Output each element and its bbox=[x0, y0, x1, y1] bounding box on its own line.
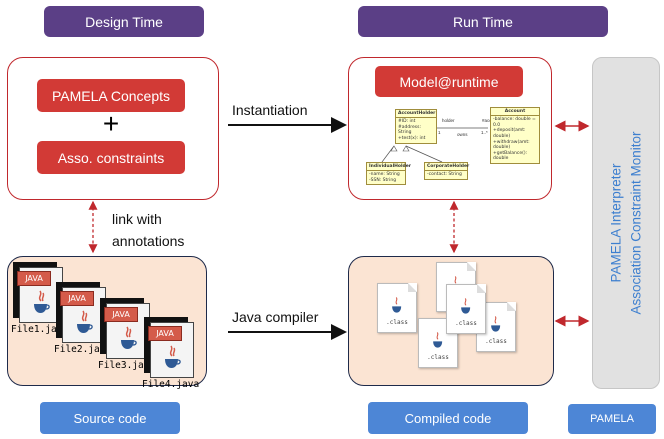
java-cup-icon bbox=[461, 298, 471, 314]
java-badge: JAVA bbox=[17, 271, 51, 286]
java-file-2: JAVA File2.java bbox=[54, 282, 111, 355]
class-file-label: .class bbox=[386, 319, 408, 326]
uml-title: AccountHolder bbox=[396, 111, 436, 118]
uml-attr: #address: String bbox=[398, 124, 421, 136]
uml-attr: -contact: String bbox=[427, 172, 462, 177]
uml-attr: #ID: int bbox=[398, 119, 416, 124]
class-file-label: .class bbox=[455, 320, 477, 327]
pamela-interpreter-panel: PAMELA Interpreter Association Constrain… bbox=[592, 57, 660, 389]
file1-name: File1.java bbox=[11, 324, 69, 335]
class-file-label: .class bbox=[485, 338, 507, 345]
pamela-button[interactable]: PAMELA bbox=[568, 404, 656, 434]
model-runtime-label: Model@runtime bbox=[399, 73, 499, 90]
java-cup-icon bbox=[34, 290, 50, 313]
uml-title: IndividualHolder bbox=[367, 164, 412, 171]
uml-title: Account bbox=[491, 108, 539, 116]
instantiation-label: Instantiation bbox=[232, 102, 308, 118]
plus-sign: + bbox=[102, 108, 120, 139]
java-badge: JAVA bbox=[60, 291, 94, 306]
java-cup-icon bbox=[77, 310, 93, 333]
run-time-label: Run Time bbox=[453, 13, 513, 30]
uml-attr: +test(x): int bbox=[398, 135, 426, 141]
file2-name: File2.java bbox=[54, 344, 112, 355]
java-file-4: JAVA File4.java bbox=[142, 317, 199, 390]
java-cup-icon bbox=[433, 332, 443, 348]
uml-attr: -SSN: String bbox=[369, 177, 397, 183]
uml-owns-label: owns bbox=[457, 132, 468, 137]
uml-attr: -balance: double = 0.0 bbox=[493, 117, 536, 128]
uml-attr: +getBalance(): double bbox=[493, 150, 528, 162]
link-with-text: link with bbox=[112, 211, 162, 227]
pamela-label: PAMELA bbox=[590, 413, 634, 425]
uml-title: CorporateHolder bbox=[425, 164, 470, 171]
java-compiler-label: Java compiler bbox=[232, 309, 319, 325]
design-time-label: Design Time bbox=[85, 13, 163, 30]
file4-name: File4.java bbox=[142, 379, 200, 390]
compiled-code-button[interactable]: Compiled code bbox=[368, 402, 528, 434]
uml-corporate-holder: CorporateHolder -contact: String bbox=[424, 162, 470, 180]
java-cup-icon bbox=[491, 316, 501, 332]
java-cup-icon bbox=[392, 297, 402, 313]
pamela-concepts-pill: PAMELA Concepts bbox=[37, 79, 185, 112]
uml-mult-left: 1 bbox=[438, 130, 441, 135]
asso-constraints-pill: Asso. constraints bbox=[37, 141, 185, 174]
uml-attr: +withdraw(amt: double) bbox=[493, 139, 530, 151]
compiled-code-label: Compiled code bbox=[404, 410, 492, 426]
uml-class-diagram: AccountHolder #ID: int #address: String … bbox=[364, 104, 544, 190]
uml-individual-holder: IndividualHolder -name: String -SSN: Str… bbox=[366, 162, 412, 186]
class-file-1: .class bbox=[377, 283, 417, 333]
uml-attr: +deposit(amt: double) bbox=[493, 128, 526, 139]
uml-holder-label: holder bbox=[442, 118, 455, 123]
pamela-concepts-label: PAMELA Concepts bbox=[51, 87, 171, 104]
design-time-header: Design Time bbox=[44, 6, 204, 37]
run-time-header: Run Time bbox=[358, 6, 608, 37]
uml-attr: -name: String bbox=[369, 172, 400, 177]
uml-mult-right: 1..* bbox=[481, 130, 488, 135]
source-code-button[interactable]: Source code bbox=[40, 402, 180, 434]
java-cup-icon bbox=[165, 345, 181, 368]
model-runtime-pill: Model@runtime bbox=[375, 66, 523, 97]
java-badge: JAVA bbox=[148, 326, 182, 341]
annotations-text: annotations bbox=[112, 233, 185, 249]
link-annotations-label: link with annotations bbox=[112, 208, 184, 252]
java-cup-icon bbox=[121, 326, 137, 349]
java-badge: JAVA bbox=[104, 307, 138, 322]
source-code-label: Source code bbox=[73, 410, 147, 426]
class-file-label: .class bbox=[427, 354, 449, 361]
asso-constraints-label: Asso. constraints bbox=[57, 149, 165, 166]
class-file-5: .class bbox=[446, 284, 486, 334]
file3-name: File3.java bbox=[98, 360, 156, 371]
uml-account-holder: AccountHolder #ID: int #address: String … bbox=[395, 109, 437, 144]
uml-account: Account -balance: double = 0.0 +deposit(… bbox=[490, 107, 540, 164]
